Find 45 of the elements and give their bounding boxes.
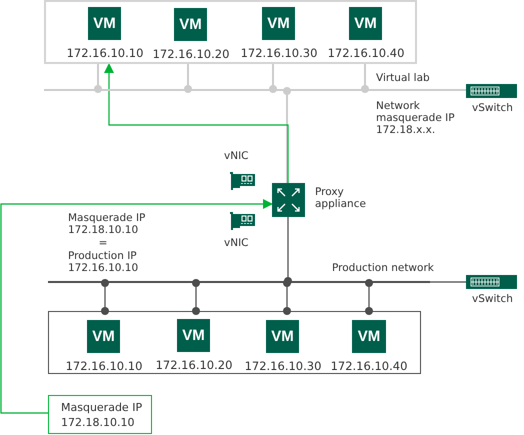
network-link	[430, 89, 466, 91]
network-link	[283, 87, 291, 183]
node-label: vSwitch	[471, 293, 514, 305]
ip-box: Masquerade IP 172.18.10.10	[48, 395, 152, 434]
network-link	[192, 279, 200, 315]
node-label: vNIC	[224, 237, 250, 249]
vm-tile: VM	[88, 7, 121, 40]
network-line	[44, 89, 430, 91]
ip-address: 172.16.10.30	[244, 359, 322, 373]
ip-address: 172.16.10.10	[64, 359, 144, 373]
network-link	[365, 279, 373, 315]
ip-address: 172.16.10.40	[330, 359, 408, 373]
ip-address: 172.16.10.30	[240, 46, 318, 60]
note-text: Masquerade IP 172.18.10.10	[68, 212, 146, 236]
node-label: Network masquerade IP 172.18.x.x.	[376, 100, 456, 136]
vm-tile: VM	[174, 8, 207, 41]
vm-tile: VM	[87, 320, 120, 353]
vm-tile: VM	[266, 320, 299, 353]
network-frame	[48, 311, 421, 374]
network-link	[101, 279, 109, 315]
node-label: vSwitch	[471, 102, 514, 114]
node-label: Production network	[332, 262, 435, 274]
note-text: Production IP 172.16.10.10	[68, 250, 140, 274]
vm-tile: VM	[177, 319, 210, 352]
ip-address: 172.16.10.20	[152, 47, 230, 61]
network-link	[283, 279, 291, 315]
node-label: Virtual lab	[376, 72, 431, 84]
network-line	[48, 281, 430, 283]
arrow	[0, 199, 273, 414]
vm-tile: VM	[262, 7, 295, 40]
network-frame	[44, 0, 417, 64]
network-link	[269, 64, 277, 93]
node-label: Proxy appliance	[315, 186, 367, 210]
ip-address: 172.16.10.40	[326, 46, 406, 60]
ip-address: 172.16.10.20	[154, 358, 234, 372]
note-text: =	[98, 237, 108, 249]
arrow	[104, 63, 289, 183]
ip-address: 172.16.10.10	[66, 46, 144, 60]
network-link	[94, 64, 102, 93]
vm-tile: VM	[352, 320, 386, 353]
network-link	[361, 64, 369, 93]
network-link	[184, 64, 192, 93]
vm-tile: VM	[349, 7, 382, 40]
network-link	[430, 281, 466, 283]
node-label: vNIC	[224, 150, 250, 162]
